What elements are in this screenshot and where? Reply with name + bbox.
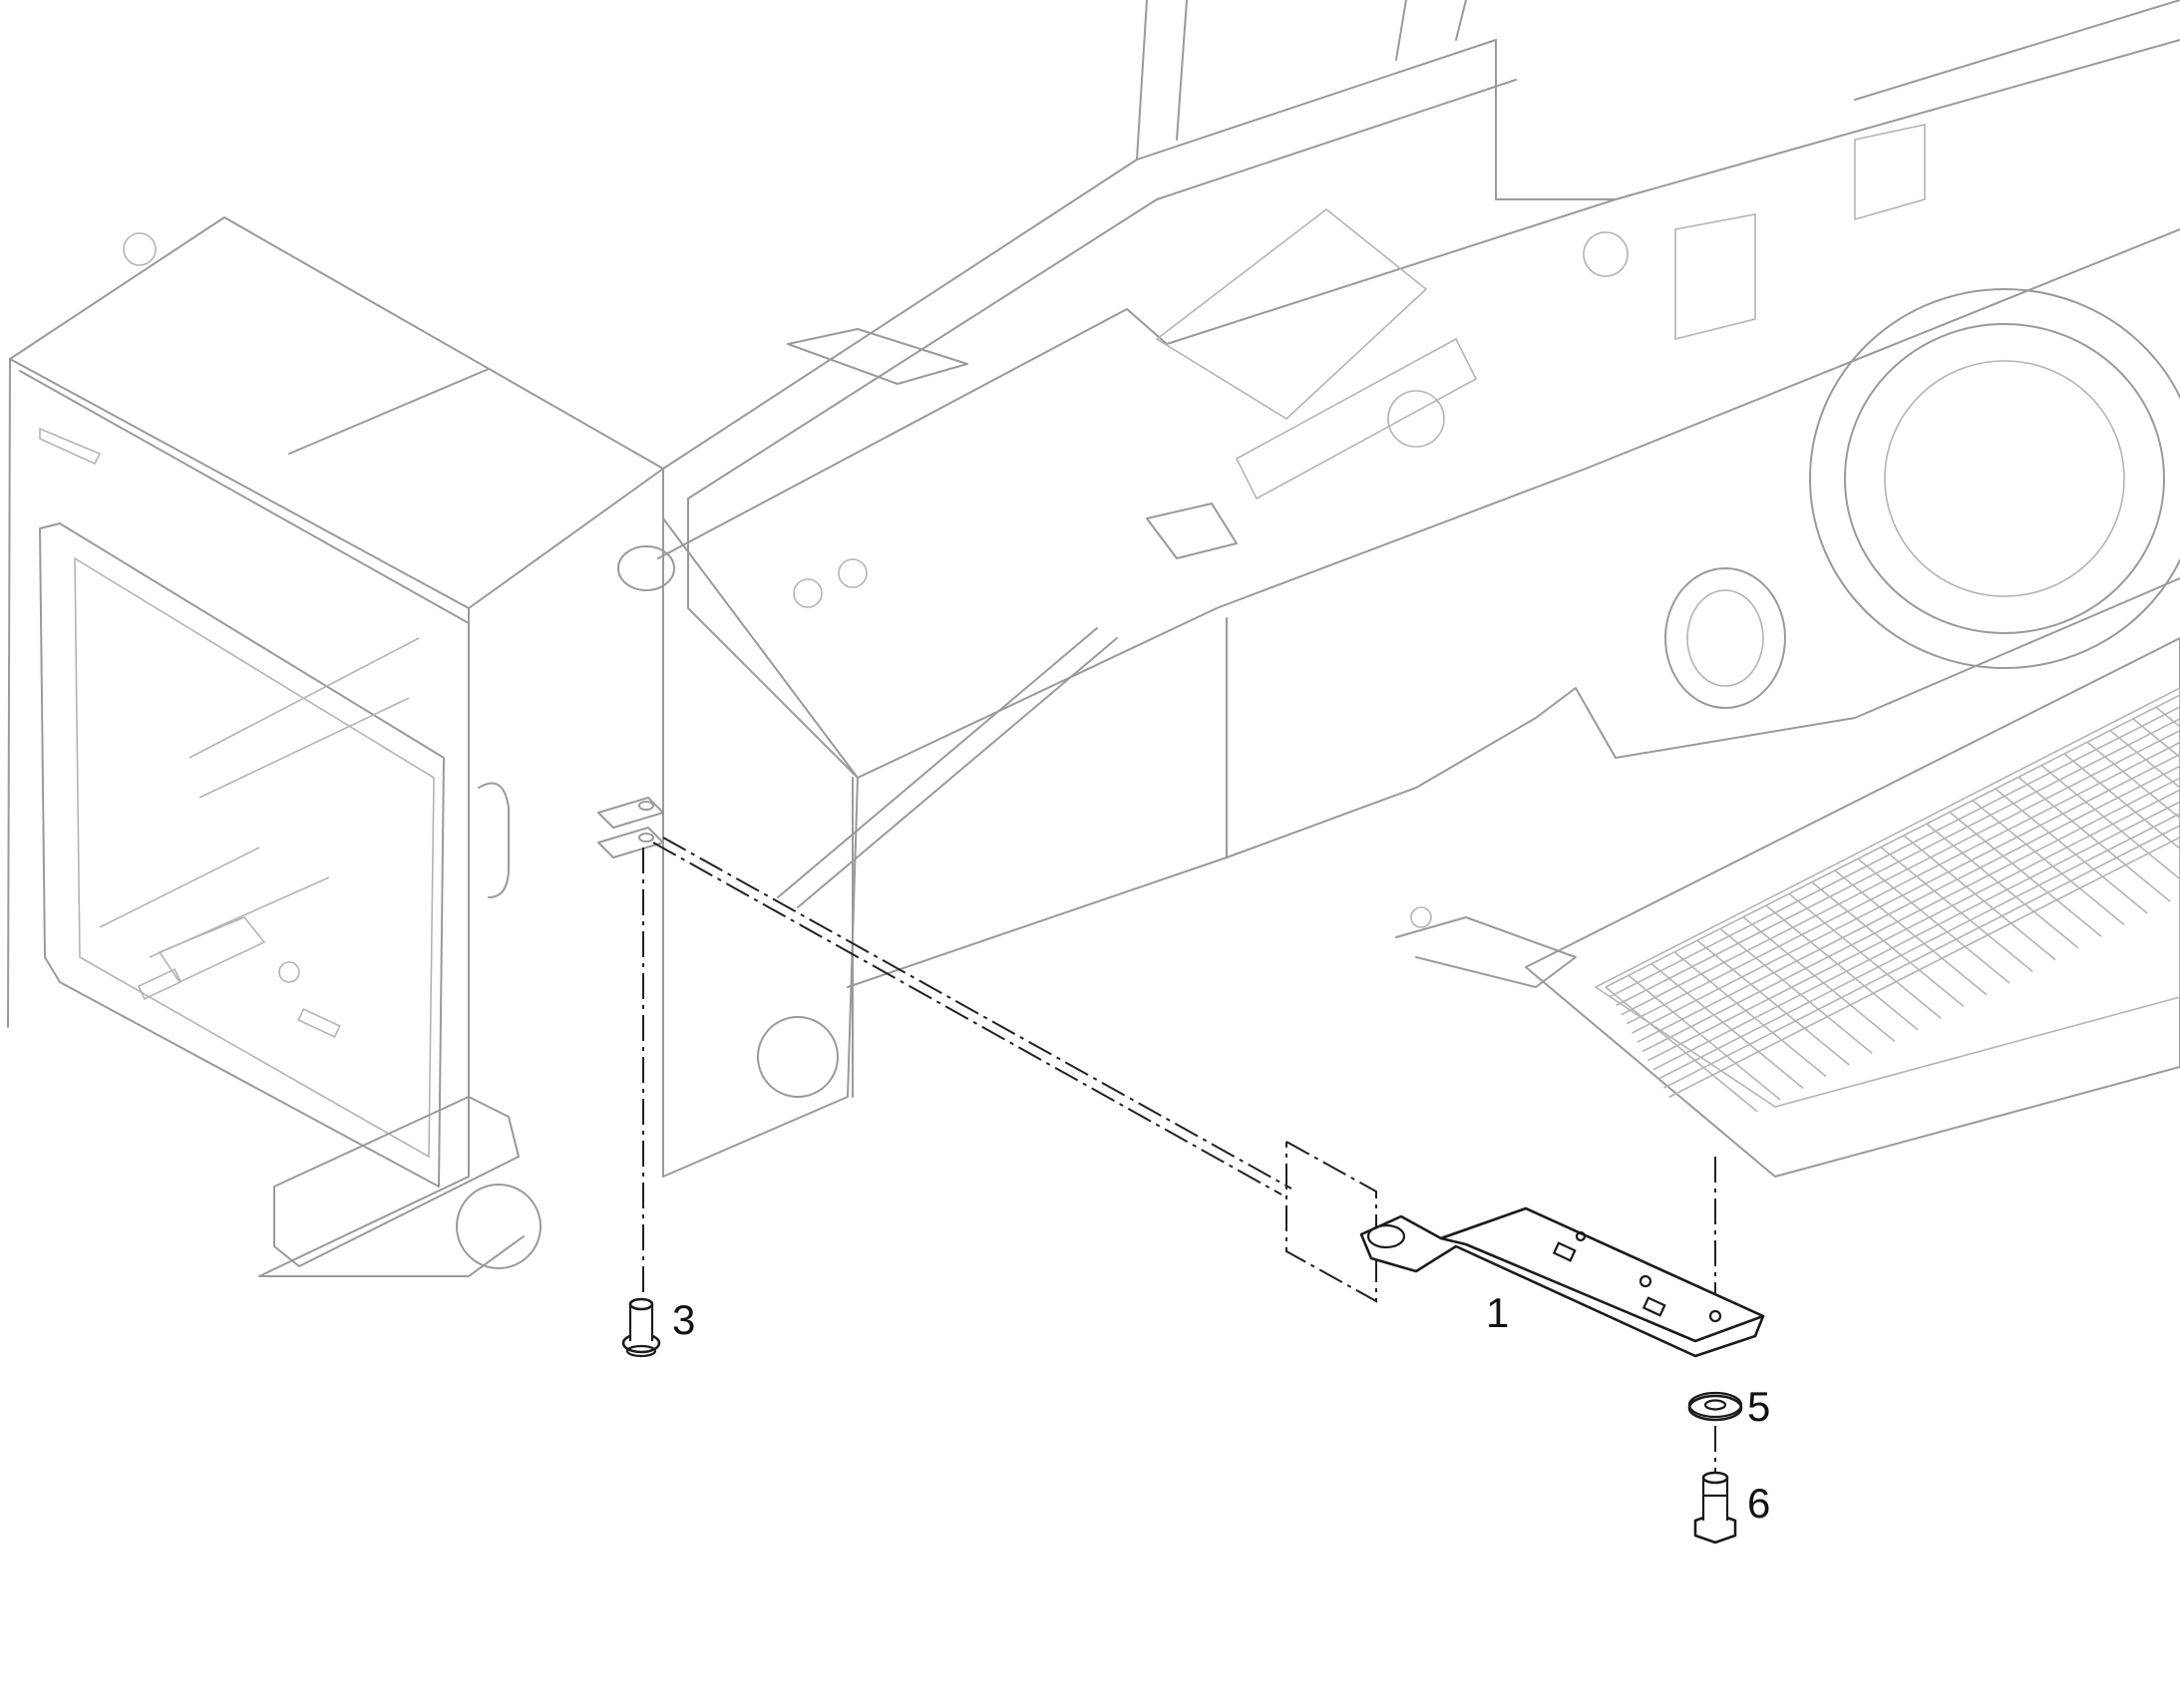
grating-bar [1995,788,2148,914]
grating-bar [1834,869,1988,996]
main-chassis-beam [456,0,2180,1269]
callout-part-6: 6 [1747,1480,1771,1527]
grating-bar [1610,705,2180,997]
grating-bar [1605,986,1758,1113]
grating-bar [1641,777,2180,1053]
grating-bar [1662,824,2180,1089]
grating-bar [1926,823,2079,949]
grating-bar [1903,835,2056,961]
grating-bar [2086,741,2180,820]
grating-bar [1647,789,2180,1062]
grating-bar [1949,811,2102,937]
explode-leader-lines [642,837,1716,1476]
part-6-bolt [1693,1471,1737,1544]
grating-bar [2063,753,2180,851]
grating-bar [1632,753,2180,1034]
grating-bar [1857,857,2010,984]
callout-part-5: 5 [1747,1383,1771,1430]
grating-bar [1668,836,2180,1099]
grating-bar [1628,974,1781,1101]
part-3-pin [621,1297,661,1358]
part-5-washer [1687,1391,1743,1422]
grating-bar [2132,718,2180,759]
grating-bar [1636,765,2180,1043]
grating-bar [1880,846,2033,972]
grating-bar [1657,813,2180,1080]
grating-bar [1742,916,1896,1043]
grating-bar [1765,904,1919,1031]
grating-bar [2017,776,2171,902]
grating-bar [1972,800,2125,926]
part-1-bracket [1359,1206,1765,1358]
grating-bar [1621,729,2180,1016]
grating-bar [1673,951,1827,1078]
slewing-ring [1664,288,2180,709]
step-platform [1395,637,2180,1178]
grating-bar [1605,694,2180,988]
grating-pattern [1605,694,2180,1113]
grating-bar [1811,881,1965,1008]
grating-bar [1696,939,1850,1066]
mounting-lugs [597,797,664,858]
grating-bar [1626,741,2180,1025]
front-cab-frame [7,216,664,1277]
grating-bar [1650,962,1804,1089]
grating-bar [1616,717,2180,1007]
callout-part-3: 3 [672,1296,696,1343]
grating-bar [1652,801,2180,1071]
grating-bar [2109,729,2180,790]
grating-bar [1719,927,1873,1054]
grating-bar [1788,892,1942,1019]
grating-bar [2040,765,2180,880]
callout-part-1: 1 [1486,1289,1510,1336]
